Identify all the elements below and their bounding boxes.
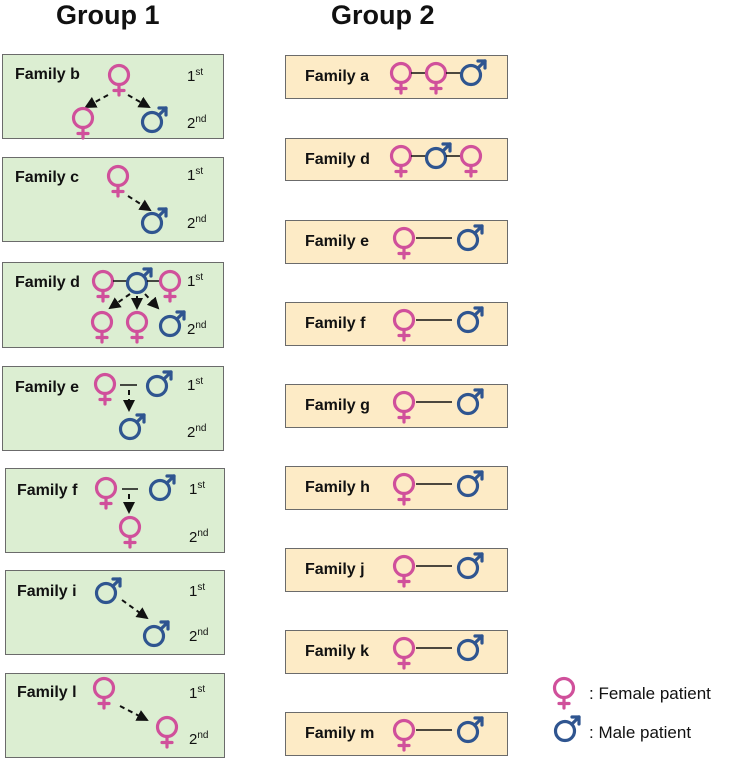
- legend-male-label: : Male patient: [589, 723, 692, 742]
- generation-1st-label: 1st: [187, 272, 204, 290]
- group2-title: Group 2: [331, 0, 435, 30]
- legend-female-icon: [552, 676, 576, 710]
- group2-family-g-label: Family g: [305, 397, 370, 414]
- group1-family-i-label: Family i: [17, 583, 77, 600]
- group2-family-m-label: Family m: [305, 725, 375, 742]
- group2-family-a-label: Family a: [305, 68, 370, 85]
- group2-family-j-label: Family j: [305, 561, 365, 578]
- group1-family-e-label: Family e: [15, 379, 80, 396]
- generation-2nd-label: 2nd: [187, 423, 207, 441]
- generation-2nd-label: 2nd: [187, 320, 207, 338]
- group1-family-d-label: Family d: [15, 274, 80, 291]
- generation-2nd-label: 2nd: [187, 114, 207, 132]
- generation-2nd-label: 2nd: [189, 528, 209, 546]
- generation-2nd-label: 2nd: [189, 627, 209, 645]
- group1-family-l-label: Family l: [17, 684, 77, 701]
- group2-family-k-label: Family k: [305, 643, 370, 660]
- legend-male-icon: [553, 715, 581, 743]
- generation-2nd-label: 2nd: [187, 214, 207, 232]
- legend-female-label: : Female patient: [589, 684, 711, 703]
- group1-family-b-label: Family b: [15, 66, 80, 83]
- generation-1st-label: 1st: [187, 376, 204, 394]
- group2-family-f-label: Family f: [305, 315, 366, 332]
- group2-family-e-label: Family e: [305, 233, 370, 250]
- group1-title: Group 1: [56, 0, 160, 30]
- group1-family-c-label: Family c: [15, 169, 80, 186]
- group2-family-d-label: Family d: [305, 151, 370, 168]
- generation-1st-label: 1st: [187, 67, 204, 85]
- generation-1st-label: 1st: [189, 684, 206, 702]
- generation-2nd-label: 2nd: [189, 730, 209, 748]
- group2-family-h-label: Family h: [305, 479, 370, 496]
- generation-1st-label: 1st: [189, 480, 206, 498]
- group1-family-f-label: Family f: [17, 482, 78, 499]
- generation-1st-label: 1st: [187, 166, 204, 184]
- generation-1st-label: 1st: [189, 582, 206, 600]
